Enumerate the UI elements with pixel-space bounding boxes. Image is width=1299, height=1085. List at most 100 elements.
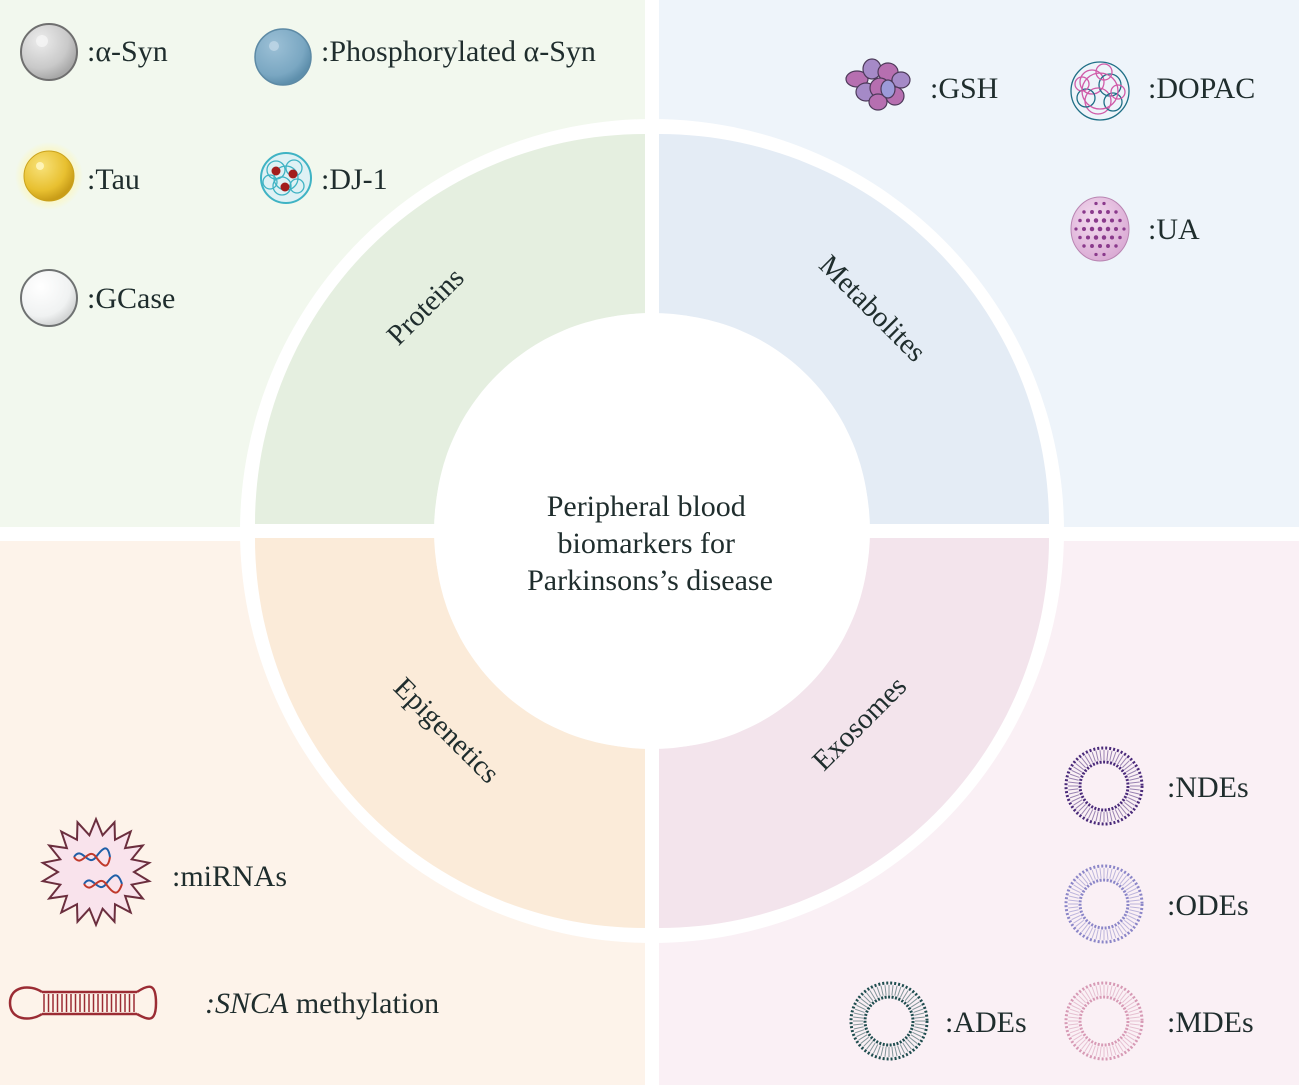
lipid-tail <box>1099 1046 1102 1057</box>
lipid-tail <box>1091 751 1096 762</box>
ua-dot <box>1090 244 1094 248</box>
lipid-tail <box>1071 796 1081 803</box>
lipid-tail <box>1129 1023 1140 1026</box>
lipid-tail <box>910 1034 920 1041</box>
lipid-tail <box>1109 1046 1113 1057</box>
lipid-tail <box>876 1045 881 1056</box>
lipid-tail <box>907 995 915 1003</box>
lipid-tail <box>1106 1046 1109 1057</box>
lipid-tail <box>1114 753 1121 763</box>
lipid-tail <box>914 1023 925 1026</box>
lipid-tail <box>910 1001 920 1008</box>
methylation-text: methylation <box>288 987 439 1020</box>
ua-dot <box>1082 210 1086 214</box>
ua-dot <box>1109 235 1115 240</box>
lipid-tail <box>1084 807 1091 817</box>
lipid-tail <box>866 992 874 1001</box>
lipid-tail <box>1109 985 1113 996</box>
lipid-tail <box>909 1036 918 1044</box>
lipid-tail <box>869 1042 876 1052</box>
lipid-tail <box>1095 1046 1099 1057</box>
lipid-tail <box>1129 1026 1140 1030</box>
legend-item-snca-methylation: :SNCA methylation <box>8 985 439 1020</box>
lipid-tail <box>1099 750 1102 761</box>
exosomes-ring-segment[interactable] <box>659 538 1049 928</box>
ua-dot <box>1094 252 1098 257</box>
lipid-tail <box>856 1004 866 1011</box>
lipid-tail <box>1068 781 1079 784</box>
lipid-tail <box>1095 868 1099 879</box>
inner-membrane <box>1078 760 1130 812</box>
lipid-tail <box>1073 766 1083 773</box>
lipid-tail <box>1106 985 1109 996</box>
lipid-tail <box>1091 810 1096 821</box>
lipid-tail <box>1128 891 1139 896</box>
lipid-tail <box>1073 1034 1083 1041</box>
lipid-tail <box>856 1031 866 1038</box>
lipid-tail <box>1128 1008 1139 1013</box>
ua-dot <box>1093 218 1099 223</box>
legend-item-phosphorylated-alpha-syn: :Phosphorylated α-Syn <box>254 28 596 86</box>
lipid-tail <box>1087 988 1094 998</box>
lipid-tail <box>853 1016 864 1019</box>
lipid-tail <box>860 1036 869 1044</box>
lipid-tail <box>858 1001 868 1008</box>
lipid-tail <box>909 998 918 1006</box>
proteins-ring-segment[interactable] <box>255 134 645 524</box>
lipid-tail <box>1112 810 1117 821</box>
lipid-tail <box>894 985 898 996</box>
legend-label-ndes: :NDEs <box>1167 771 1249 804</box>
lipid-tail <box>1071 1004 1081 1011</box>
lipid-tail <box>853 1026 864 1030</box>
lipid-tail <box>894 1046 898 1057</box>
lipid-tail <box>1112 751 1117 762</box>
lipid-tail <box>1114 809 1121 819</box>
ua-dotted-sphere-icon <box>1070 196 1130 262</box>
legend-item-dj1: :DJ-1 <box>260 152 388 204</box>
lipid-tail <box>1081 757 1089 766</box>
inner-membrane <box>863 995 915 1047</box>
mirna-starburst-icon <box>40 816 152 928</box>
snca-hairpin-icon <box>8 985 158 1020</box>
lipid-tail <box>891 1046 894 1057</box>
legend-label-phosphorylated-alpha-syn: :Phosphorylated α-Syn <box>321 35 596 68</box>
lipid-tail <box>863 995 871 1003</box>
lipid-tail <box>1106 929 1109 940</box>
lipid-tail <box>1124 1036 1133 1044</box>
metabolites-ring-segment[interactable] <box>659 134 1049 524</box>
legend-item-ua: :UA <box>1070 196 1200 262</box>
legend-label-dopac: :DOPAC <box>1148 72 1255 105</box>
lipid-tail <box>1125 917 1135 924</box>
lipid-tail <box>1127 1031 1137 1038</box>
lipid-tail <box>1078 1039 1086 1047</box>
ua-dot <box>1101 218 1107 223</box>
ua-dot <box>1114 227 1118 231</box>
gsh-cluster-icon <box>845 58 911 111</box>
center-title-line-1: Peripheral blood <box>547 490 746 523</box>
lipid-tail <box>1129 1016 1140 1019</box>
lipid-tail <box>899 1044 906 1054</box>
lipid-tail <box>897 986 902 997</box>
lipid-tail <box>858 1034 868 1041</box>
lipid-tail <box>1122 1039 1130 1047</box>
epigenetics-ring-segment[interactable] <box>255 538 645 928</box>
lipid-tail <box>854 1029 865 1034</box>
lipid-tail <box>1071 1031 1081 1038</box>
ua-dot <box>1106 210 1110 214</box>
lipid-tail <box>1068 906 1079 909</box>
lipid-tail <box>1122 804 1130 812</box>
lipid-tail <box>1117 807 1124 817</box>
lipid-tail <box>1109 750 1113 761</box>
ua-dot <box>1102 252 1106 257</box>
lipid-tail <box>1117 755 1124 765</box>
snca-gene-name: :SNCA <box>205 987 289 1020</box>
legend-item-alpha-syn: :α-Syn <box>20 23 168 81</box>
lipid-tail <box>1106 868 1109 879</box>
lipid-tail <box>1109 811 1113 822</box>
lipid-tail <box>1122 878 1130 886</box>
lipid-tail <box>1078 995 1086 1003</box>
lipid-tail <box>1073 1001 1083 1008</box>
lipid-tail <box>1129 899 1140 902</box>
ua-dot <box>1118 218 1122 223</box>
inner-membrane <box>1078 878 1130 930</box>
